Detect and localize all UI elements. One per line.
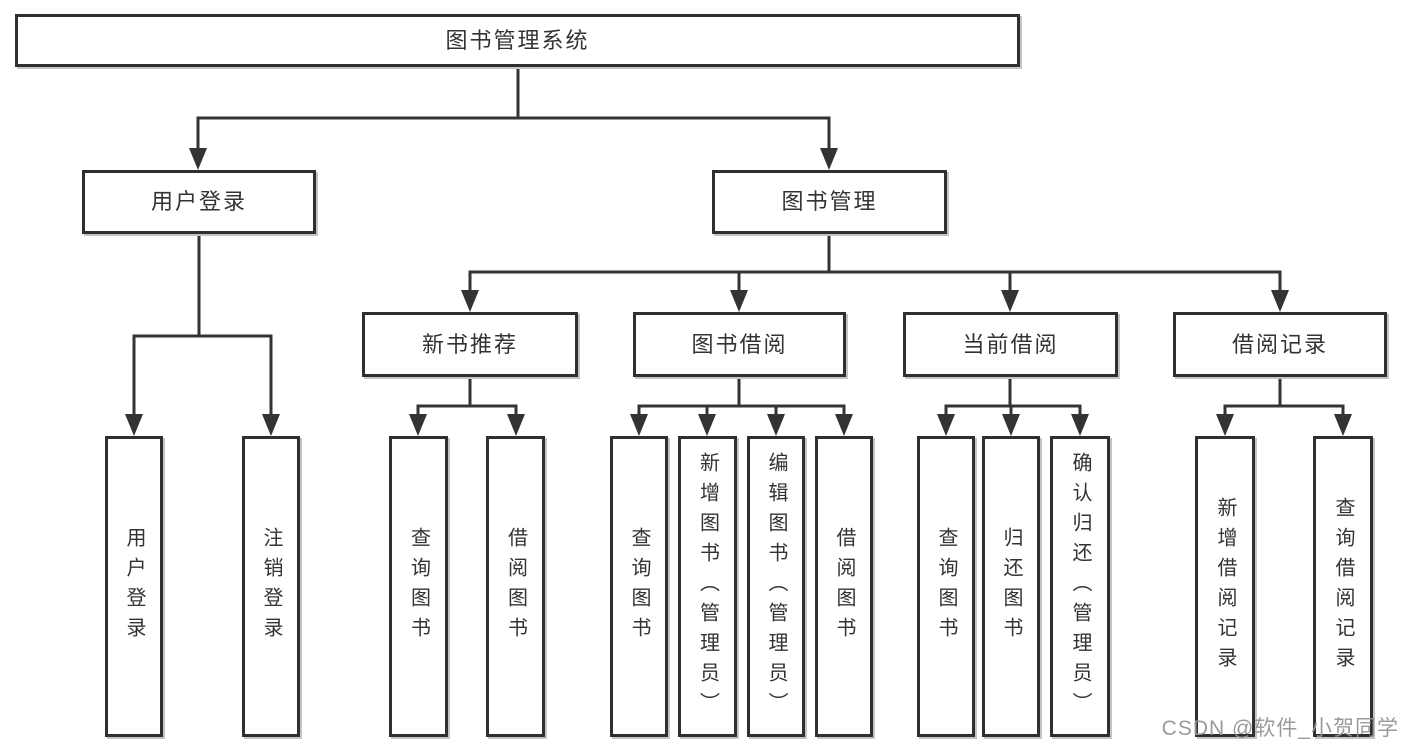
- connector-root-to-level2: [189, 65, 838, 170]
- leaf-user-login-label: 用户登录: [123, 526, 145, 647]
- node-new-book-recommendation-label: 新书推荐: [421, 331, 518, 357]
- leaf-nb-query-books-label: 查询图书: [407, 526, 430, 647]
- node-user-login-label: 用户登录: [150, 189, 247, 214]
- leaf-cb-return-books-label: 归还图书: [1000, 526, 1022, 647]
- leaf-br-add-borrow-record-label: 新增借阅记录: [1214, 496, 1236, 677]
- node-current-borrowing: 当前借阅: [903, 312, 1118, 377]
- node-book-management-label: 图书管理: [781, 189, 878, 214]
- connector-book-management-to-level3: [461, 231, 1289, 312]
- leaf-cb-confirm-return-admin: 确认归还（管理员）: [1050, 436, 1110, 737]
- leaf-br-add-borrow-record: 新增借阅记录: [1195, 436, 1255, 737]
- node-current-borrowing-label: 当前借阅: [962, 331, 1059, 357]
- leaf-br-query-borrow-record: 查询借阅记录: [1313, 436, 1373, 737]
- leaf-cb-confirm-return-admin-label: 确认归还（管理员）: [1069, 451, 1091, 722]
- leaf-bb-edit-books-admin: 编辑图书（管理员）: [747, 436, 805, 737]
- leaf-nb-borrow-books: 借阅图书: [486, 436, 545, 737]
- leaf-user-login: 用户登录: [105, 436, 163, 737]
- leaf-nb-query-books: 查询图书: [389, 436, 448, 737]
- leaf-bb-query-books-label: 查询图书: [628, 526, 650, 647]
- leaf-bb-query-books: 查询图书: [610, 436, 668, 737]
- connector-new-book-recommendation-to-leaves: [409, 374, 525, 436]
- node-borrowing-records: 借阅记录: [1173, 312, 1387, 377]
- leaf-cb-return-books: 归还图书: [982, 436, 1040, 737]
- connector-current-borrowing-to-leaves: [937, 374, 1089, 436]
- leaf-bb-edit-books-admin-label: 编辑图书（管理员）: [765, 451, 787, 722]
- connector-borrowing-records-to-leaves: [1216, 374, 1352, 436]
- node-book-borrowing-label: 图书借阅: [691, 331, 788, 357]
- node-user-login: 用户登录: [82, 170, 316, 234]
- leaf-bb-add-books-admin-label: 新增图书（管理员）: [696, 451, 719, 722]
- leaf-nb-borrow-books-label: 借阅图书: [504, 526, 527, 647]
- node-book-borrowing: 图书借阅: [633, 312, 846, 377]
- leaf-cb-query-books-label: 查询图书: [935, 526, 957, 647]
- connector-user-login-to-leaves: [125, 231, 280, 436]
- leaf-br-query-borrow-record-label: 查询借阅记录: [1332, 496, 1354, 677]
- node-root-label: 图书管理系统: [445, 27, 590, 53]
- node-book-management: 图书管理: [712, 170, 947, 234]
- leaf-cb-query-books: 查询图书: [917, 436, 975, 737]
- leaf-bb-borrow-books: 借阅图书: [815, 436, 873, 737]
- csdn-watermark: CSDN @软件_小贺同学: [1161, 717, 1399, 740]
- leaf-bb-add-books-admin: 新增图书（管理员）: [678, 436, 737, 737]
- node-new-book-recommendation: 新书推荐: [362, 312, 578, 377]
- node-borrowing-records-label: 借阅记录: [1231, 331, 1328, 357]
- leaf-logout-login-label: 注销登录: [260, 526, 282, 647]
- leaf-logout-login: 注销登录: [242, 436, 300, 737]
- node-root: 图书管理系统: [15, 14, 1020, 67]
- connector-book-borrowing-to-leaves: [630, 374, 853, 436]
- leaf-bb-borrow-books-label: 借阅图书: [833, 526, 855, 647]
